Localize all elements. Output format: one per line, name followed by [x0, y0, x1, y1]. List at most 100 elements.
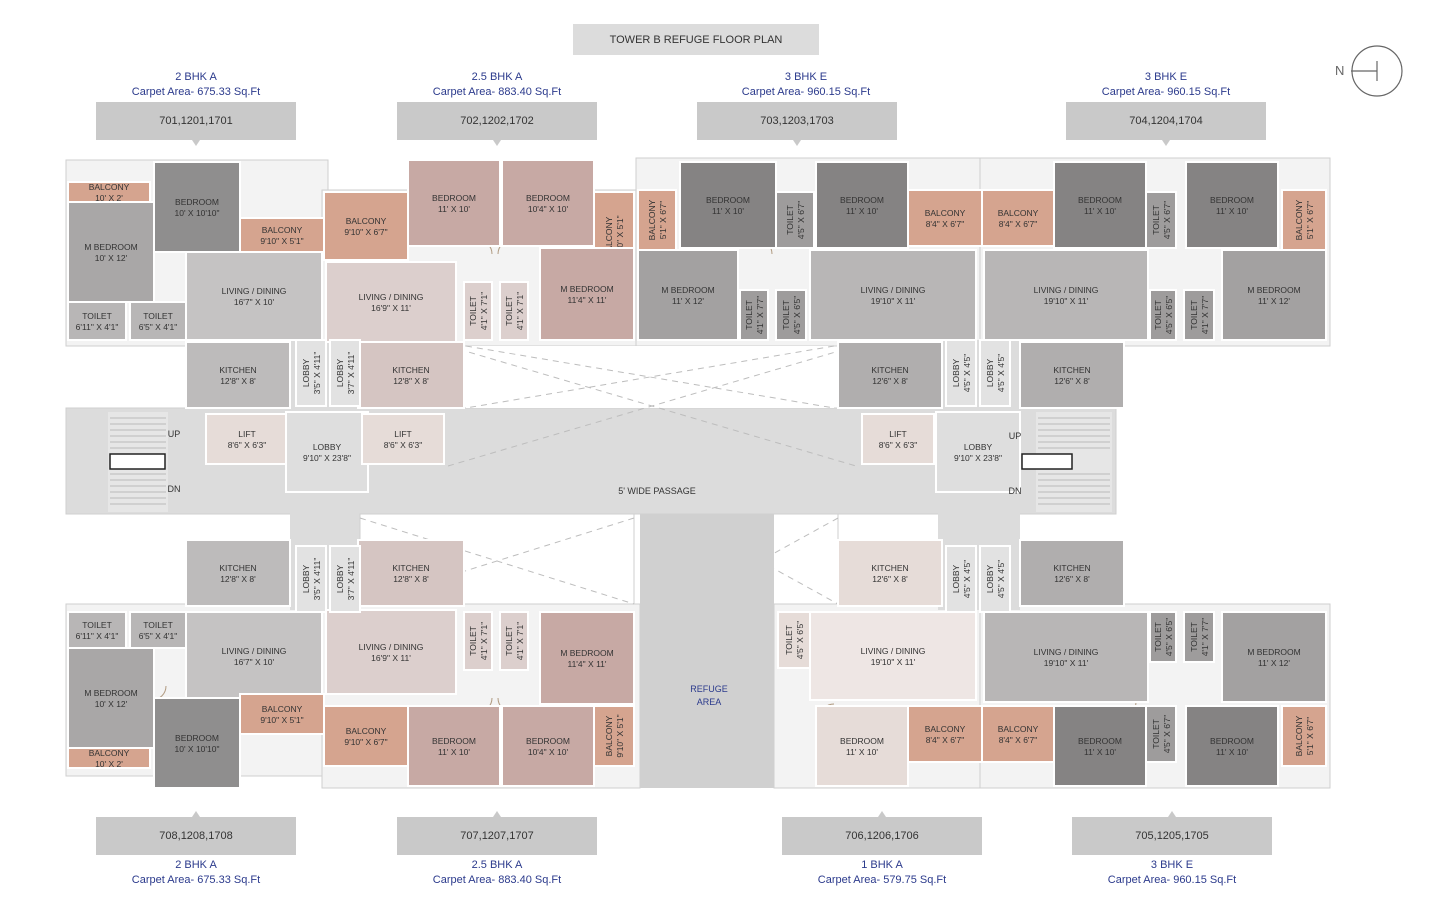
room-area — [67, 201, 155, 303]
room-dimension: 4'5" X 6'5" — [1164, 296, 1174, 335]
room-dimension: 4'1" X 7'1" — [479, 292, 489, 331]
room-dimension: 10'4" X 10' — [528, 747, 569, 757]
room-area — [295, 339, 327, 407]
room-dimension: 10' X 2' — [95, 759, 123, 769]
room-name: LOBBY — [301, 359, 311, 388]
room-dimension: 11' X 10' — [438, 747, 470, 757]
room-dimension: 11' X 10' — [438, 204, 470, 214]
room-area — [1281, 189, 1327, 251]
room-area — [837, 539, 943, 607]
room-dimension: 10' X 2' — [95, 193, 123, 203]
room-name: BALCONY — [647, 199, 657, 240]
room-dimension: 10'4" X 10' — [528, 204, 569, 214]
room-dimension: 16'9" X 11' — [371, 303, 411, 313]
room-name: KITCHEN — [219, 563, 256, 573]
room-area — [907, 189, 983, 247]
room-name: TOILET — [468, 296, 478, 326]
room-dimension: 9'10" X 5'1" — [260, 236, 303, 246]
room-area — [205, 413, 289, 465]
room-name: LOBBY — [335, 359, 345, 388]
room-name: LOBBY — [335, 565, 345, 594]
room-dimension: 8'4" X 6'7" — [926, 219, 965, 229]
room-name: TOILET — [1189, 622, 1199, 652]
room-name: BEDROOM — [175, 733, 219, 743]
room-dimension: 4'1" X 7'1" — [479, 622, 489, 661]
room-name: LOBBY — [951, 359, 961, 388]
passage-label: 5' WIDE PASSAGE — [618, 486, 696, 496]
room-area — [809, 611, 977, 701]
room-area — [1149, 289, 1177, 341]
room-name: LIFT — [238, 429, 255, 439]
room-dimension: 12'8" X 8' — [220, 574, 256, 584]
room-name: BEDROOM — [526, 193, 570, 203]
room-name: BEDROOM — [432, 736, 476, 746]
room-dimension: 19'10" X 11' — [1044, 296, 1089, 306]
room-name: TOILET — [1151, 719, 1161, 749]
room-dimension: 4'5" X 6'7" — [796, 201, 806, 240]
room-name: BALCONY — [1294, 199, 1304, 240]
room-dimension: 4'5" X 6'5" — [1164, 618, 1174, 657]
room-dimension: 11'4" X 11' — [567, 659, 606, 669]
room-dimension: 11' X 10' — [846, 747, 878, 757]
room-area — [501, 159, 595, 247]
room-dimension: 4'5" X 4'5" — [996, 560, 1006, 599]
plan-title: TOWER B REFUGE FLOOR PLAN — [573, 24, 819, 55]
room-dimension: 4'1" X 7'1" — [515, 622, 525, 661]
room-name: BALCONY — [604, 715, 614, 756]
room-area — [815, 705, 909, 787]
room-name: TOILET — [504, 296, 514, 326]
room-name: KITCHEN — [1053, 563, 1090, 573]
room-name: BEDROOM — [175, 197, 219, 207]
room-name: M BEDROOM — [84, 688, 137, 698]
room-area — [329, 339, 361, 407]
room-area — [361, 413, 445, 465]
room-name: TOILET — [82, 311, 112, 321]
flat-number-box: 702,1202,1702 — [397, 102, 597, 140]
room-area — [1019, 539, 1125, 607]
stair-up-label: UP — [1009, 431, 1022, 441]
room-name: BALCONY — [998, 724, 1039, 734]
room-area — [775, 289, 807, 341]
room-area — [1053, 161, 1147, 249]
room-area — [239, 693, 325, 735]
room-area — [1185, 161, 1279, 249]
room-dimension: 4'5" X 6'5" — [792, 296, 802, 335]
room-dimension: 12'8" X 8' — [220, 376, 256, 386]
room-dimension: 11' X 10' — [712, 206, 744, 216]
room-name: M BEDROOM — [1247, 285, 1300, 295]
room-name: TOILET — [784, 625, 794, 655]
room-dimension: 11' X 10' — [1216, 206, 1248, 216]
room-dimension: 19'10" X 11' — [871, 296, 916, 306]
room-dimension: 5'1" X 6'7" — [658, 201, 668, 240]
room-name: LIVING / DINING — [359, 642, 424, 652]
room-area — [861, 413, 935, 465]
flat-number-box: 708,1208,1708 — [96, 817, 296, 855]
room-name: LIVING / DINING — [1034, 285, 1099, 295]
room-name: LIVING / DINING — [359, 292, 424, 302]
room-area — [129, 611, 187, 649]
room-name: KITCHEN — [871, 365, 908, 375]
